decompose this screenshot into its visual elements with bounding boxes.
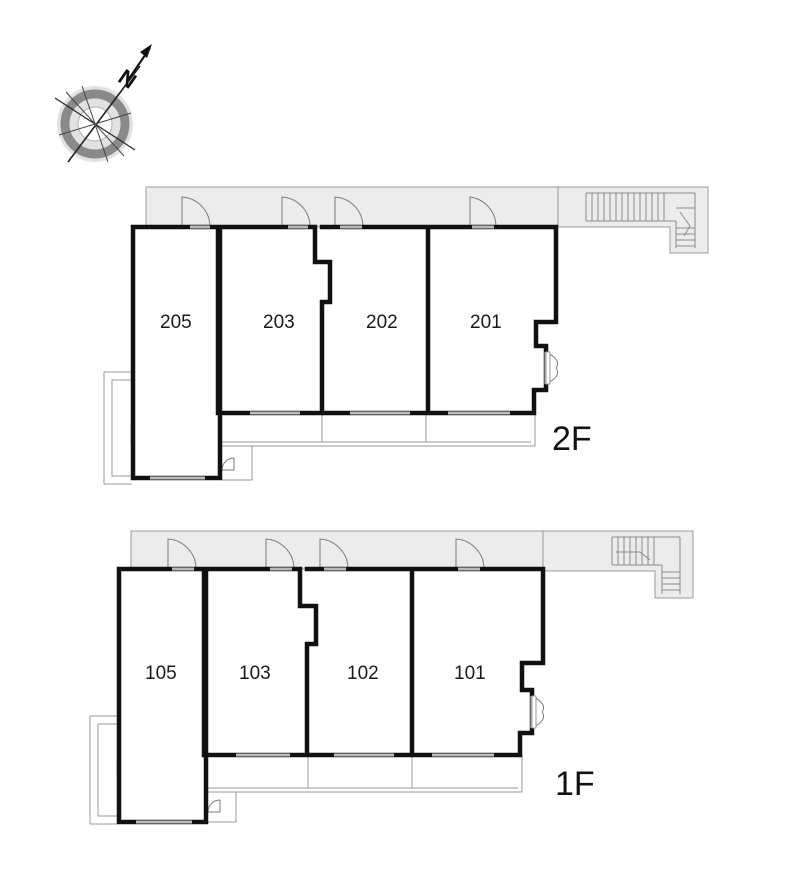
door-202 <box>334 196 364 228</box>
door-101 <box>455 538 485 570</box>
door-205 <box>181 196 211 228</box>
floor-label: 1F <box>555 765 595 803</box>
door-102 <box>319 538 349 570</box>
staircase-2f <box>585 192 696 248</box>
room-label: 105 <box>145 663 177 684</box>
room-label: 102 <box>347 663 379 684</box>
corridor-2f <box>145 186 559 228</box>
balcony-2f <box>219 413 536 447</box>
door-105 <box>167 538 197 570</box>
balcony-1f <box>205 755 523 793</box>
floor-1f-plan <box>89 530 694 825</box>
room-label: 202 <box>366 312 398 333</box>
floor-label: 2F <box>552 420 592 458</box>
room-label: 201 <box>470 312 502 333</box>
staircase-1f <box>611 536 681 594</box>
room-label: 103 <box>239 663 271 684</box>
room-label: 101 <box>454 663 486 684</box>
room-label: 203 <box>263 312 295 333</box>
walls-2f <box>130 224 559 481</box>
floor-2f-plan <box>103 186 709 485</box>
room-label: 205 <box>160 312 192 333</box>
balcony-105 <box>89 715 118 825</box>
door-201 <box>469 196 497 228</box>
walls-1f <box>116 566 546 825</box>
door-203 <box>281 196 311 228</box>
balcony-205 <box>103 371 132 485</box>
compass-icon <box>54 44 152 163</box>
door-103 <box>265 538 295 570</box>
corridor-1f <box>130 530 544 570</box>
